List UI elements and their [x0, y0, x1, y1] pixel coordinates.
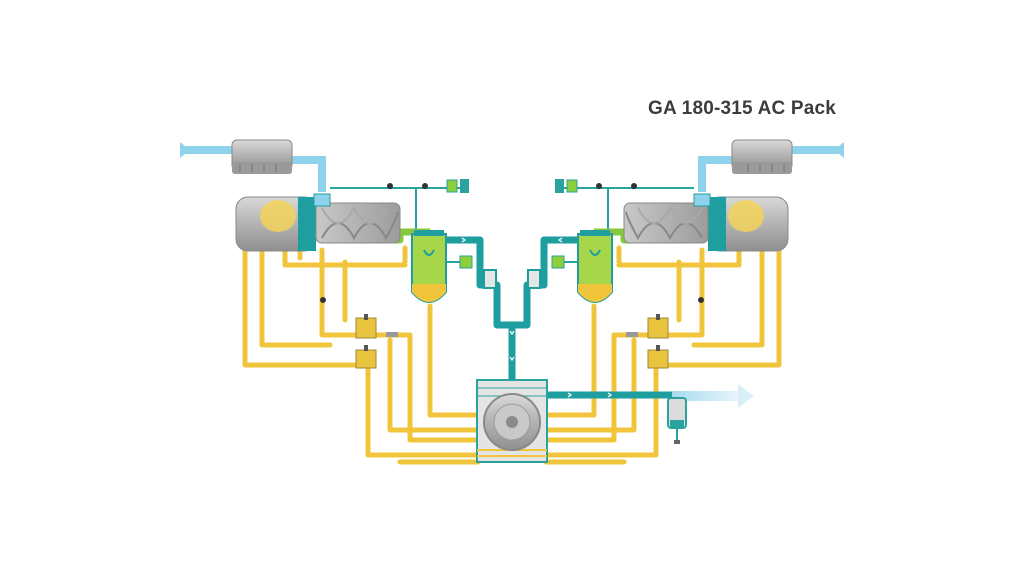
- oil-separator-left: [411, 230, 447, 303]
- oil-circuit: [242, 245, 782, 465]
- intake-air-path: [180, 142, 844, 192]
- check-valve-icon: [483, 269, 541, 289]
- oil-separator-right: [577, 230, 613, 303]
- control-lines: [330, 187, 694, 263]
- water-separator-icon: [667, 397, 687, 444]
- outlet-arrow-icon: [672, 384, 754, 408]
- oil-valve-right: [626, 314, 669, 369]
- diagram-title: GA 180-315 AC Pack: [648, 98, 837, 119]
- motor-right: [707, 196, 789, 252]
- motor-left: [235, 196, 317, 252]
- cooler-fan-icon: [476, 379, 548, 463]
- air-filter-left: [231, 139, 293, 174]
- flow-arrows: [461, 237, 613, 398]
- junction-dots: [320, 297, 704, 303]
- screw-element-right: [623, 193, 711, 244]
- oil-valve-left: [355, 314, 398, 369]
- air-filter-right: [731, 139, 793, 174]
- screw-element-left: [313, 193, 401, 244]
- valve-icon: [387, 179, 637, 269]
